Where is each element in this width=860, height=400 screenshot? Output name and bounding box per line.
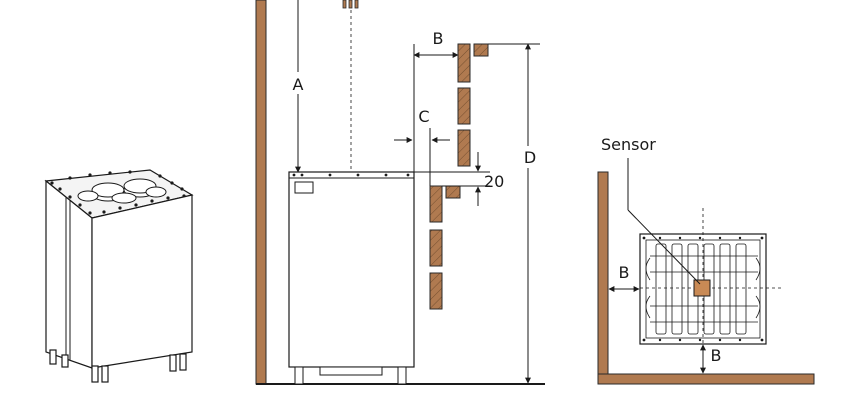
heater-3d-view <box>44 169 194 383</box>
top-view-bottom-wall <box>597 373 815 385</box>
dimension-c: C <box>394 107 450 186</box>
protective-battens <box>429 43 489 310</box>
heater-legs <box>49 349 187 383</box>
dimension-20-label: 20 <box>484 172 504 191</box>
dimension-b-top-left: B <box>608 263 640 292</box>
sensor-label: Sensor <box>601 135 656 154</box>
heater-top-view <box>639 208 782 346</box>
side-elevation-view: A B <box>255 0 545 385</box>
sensor-marker <box>693 279 711 297</box>
heater-side-body <box>288 171 415 385</box>
dimension-d-label: D <box>524 148 536 167</box>
dimension-b-top-left-label: B <box>619 263 630 282</box>
dimension-b-top-bottom: B <box>700 344 722 374</box>
top-view-left-wall <box>597 171 609 385</box>
top-view: Sensor B B <box>597 135 815 385</box>
dimension-a-label: A <box>293 75 304 94</box>
dimension-b-top-bottom-label: B <box>711 346 722 365</box>
dimension-a: A <box>289 0 307 173</box>
dimension-b-side: B <box>413 29 459 172</box>
dimension-20: 20 <box>414 152 504 206</box>
dimension-c-label: C <box>418 107 429 126</box>
side-wall <box>255 0 267 385</box>
heater-stones <box>77 178 167 204</box>
dimension-d: D <box>488 43 540 384</box>
heater-front-side <box>91 194 193 369</box>
heater-rim-dots <box>50 170 186 215</box>
sensor-callout: Sensor <box>601 135 701 285</box>
dimension-b-side-label: B <box>433 29 444 48</box>
ceiling-sensor <box>342 0 359 172</box>
